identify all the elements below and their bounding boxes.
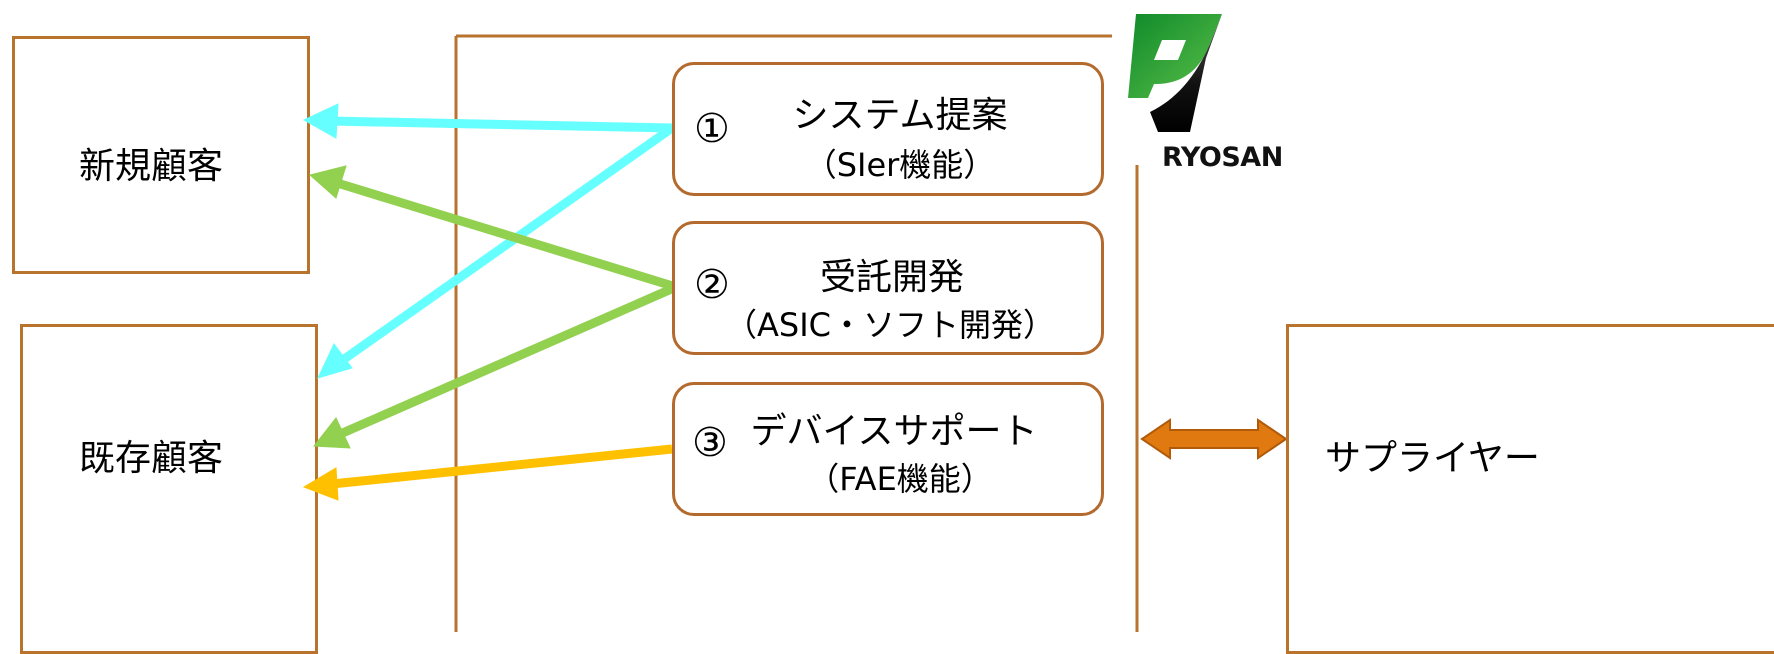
- service-box-2: [672, 221, 1104, 355]
- service-1-title: システム提案: [792, 95, 1008, 136]
- service-3-number: ③: [692, 420, 728, 466]
- supplier-box: サプライヤー: [1286, 324, 1774, 654]
- service-3-subtitle: （FAE機能）: [807, 460, 993, 498]
- arrow-service1: [302, 103, 675, 379]
- supplier-label: サプライヤー: [1325, 438, 1540, 479]
- new-customers-box: 新規顧客: [12, 36, 310, 274]
- service-2-number: ②: [694, 262, 730, 308]
- service-3-title: デバイスサポート: [750, 411, 1038, 452]
- service-2-title: 受託開発: [819, 257, 964, 298]
- arrow-service3: [302, 444, 673, 501]
- ryosan-logo-icon: [1128, 14, 1222, 132]
- existing-customers-label: 既存顧客: [79, 438, 224, 479]
- service-1-subtitle: （SIer機能）: [804, 146, 996, 184]
- ryosan-frame-border: [454, 34, 1139, 632]
- arrow-service2: [308, 165, 678, 449]
- diagram-canvas: [302, 14, 1288, 632]
- supplier-double-arrow: [1140, 418, 1288, 460]
- service-1-number: ①: [694, 106, 730, 152]
- service-box-1: [672, 62, 1104, 196]
- service-box-3: [672, 382, 1104, 516]
- new-customers-label: 新規顧客: [79, 146, 224, 187]
- ryosan-logo-text: RYOSAN: [1162, 142, 1283, 173]
- service-2-subtitle: （ASIC・ソフト開発）: [725, 306, 1055, 344]
